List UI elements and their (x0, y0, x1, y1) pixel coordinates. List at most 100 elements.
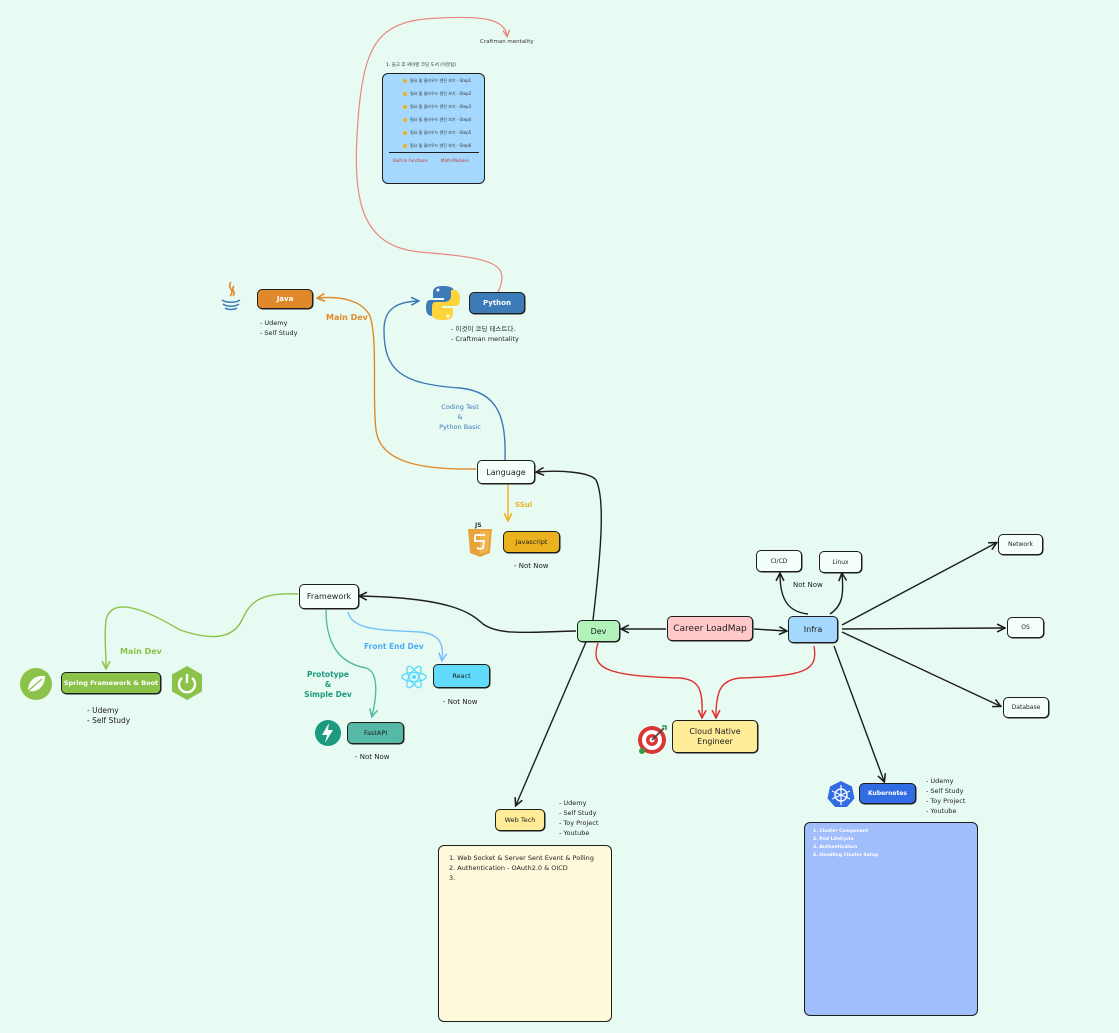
edge-dev-framework (360, 596, 577, 634)
edge-language-java (318, 298, 477, 470)
spring-note-0: - Udemy (87, 706, 119, 715)
bullet-icon (403, 131, 407, 135)
dev-node[interactable]: Dev (577, 620, 620, 642)
python-card-footer-right: Math Modules (441, 158, 469, 163)
spring-boot-icon (172, 666, 202, 700)
python-card-item-text: 필요 될 클라우드 엔진 보기 - Step2 (410, 91, 472, 96)
ssul-label: SSul (515, 501, 533, 509)
edge-framework-fastapi (325, 609, 376, 716)
coding-test-label: Coding Test & Python Basic (432, 402, 488, 432)
coding-test-line-2: Python Basic (439, 423, 481, 431)
web-tech-card-line-0: 1. Web Socket & Server Sent Event & Poll… (449, 854, 594, 862)
kubernetes-note-2: - Toy Project (926, 797, 966, 805)
career-roadmap-label: Career LoadMap (673, 623, 747, 634)
edge-python-craftman (355, 16, 507, 293)
kubernetes-icon (827, 781, 855, 807)
edge-infra-linux (829, 574, 843, 615)
bullet-icon (403, 105, 407, 109)
edge-dev-cloud (595, 642, 702, 717)
edge-framework-spring (105, 593, 299, 668)
fastapi-icon (315, 720, 341, 746)
python-card-item: 필요 될 클라우드 엔진 보기 - Step3 (403, 104, 471, 110)
python-card-item-text: 필요 될 클라우드 엔진 보기 - Step4 (410, 117, 472, 122)
python-card-title: 1. 들고 후 써야할 코딩 도서 (이분탐) (386, 63, 457, 68)
prototype-line-0: Prototype (306, 670, 349, 679)
python-card-item: 필요 될 클라우드 엔진 보기 - Step6 (403, 143, 471, 149)
edge-infra-cloud (716, 645, 816, 717)
prototype-line-2: Simple Dev (304, 690, 352, 699)
java-node[interactable]: Java (257, 289, 313, 309)
javascript-label: Javascript (515, 538, 548, 546)
dev-label: Dev (590, 626, 607, 636)
spring-note-1: - Self Study (87, 716, 131, 725)
web-tech-card: 1. Web Socket & Server Sent Event & Poll… (438, 845, 612, 1022)
web-tech-note-0: - Udemy (559, 799, 587, 807)
python-card-item: 필요 될 클라우드 엔진 보기 - Step4 (403, 117, 471, 123)
python-card-rule (389, 152, 479, 153)
python-card-item-text: 필요 될 클라우드 엔진 보기 - Step3 (410, 104, 472, 109)
kubernetes-note-3: - Youtube (926, 807, 957, 815)
kubernetes-node[interactable]: Kubernetes (859, 783, 916, 804)
linux-label: Linux (832, 558, 849, 566)
spring-leaf-icon (20, 668, 52, 700)
cloud-native-node[interactable]: Cloud Native Engineer (672, 720, 758, 753)
cicd-label: CI/CD (770, 557, 788, 565)
python-card-item: 필요 될 클라우드 엔진 보기 - Step2 (403, 91, 471, 97)
language-node[interactable]: Language (477, 460, 535, 484)
network-node[interactable]: Network (998, 534, 1043, 555)
spring-node[interactable]: Spring Framework & Boot (61, 672, 161, 694)
network-label: Network (1007, 541, 1034, 548)
career-roadmap-node[interactable]: Career LoadMap (667, 616, 753, 641)
fastapi-label: FastAPI (363, 729, 388, 737)
java-note-0: - Udemy (260, 319, 288, 327)
linux-node[interactable]: Linux (819, 551, 862, 573)
main-dev-spring-label: Main Dev (120, 647, 162, 656)
python-note-1: - Craftman mentality (451, 335, 519, 343)
python-note-0: - 이것이 코딩 테스트다. (451, 325, 516, 333)
javascript-node[interactable]: Javascript (503, 531, 560, 553)
edge-infra-os (841, 628, 1004, 629)
python-card-item-text: 필요 될 클라우드 엔진 보기 - Step6 (410, 143, 472, 148)
java-icon (221, 281, 241, 311)
cicd-node[interactable]: CI/CD (756, 550, 802, 572)
web-tech-label: Web Tech (504, 816, 536, 824)
infra-label: Infra (803, 625, 823, 634)
infra-not-now: Not Now (793, 581, 823, 589)
spring-label: Spring Framework & Boot (63, 679, 159, 687)
web-tech-note-1: - Self Study (559, 809, 597, 817)
edge-infra-cicd (780, 574, 809, 615)
bullet-icon (403, 92, 407, 96)
fastapi-node[interactable]: FastAPI (347, 722, 404, 744)
edge-framework-react (347, 611, 442, 660)
coding-test-line-0: Coding Test (441, 403, 479, 411)
javascript-note: - Not Now (514, 562, 549, 570)
database-node[interactable]: Database (1003, 697, 1049, 718)
python-card-item: 필요 될 클라우드 엔진 보기 - Step1 (403, 78, 471, 84)
web-tech-card-line-2: 3. (449, 874, 456, 882)
java-note-1: - Self Study (260, 329, 298, 337)
language-label: Language (486, 467, 526, 477)
java-label: Java (276, 295, 294, 303)
kubernetes-note-0: - Udemy (926, 777, 954, 785)
web-tech-node[interactable]: Web Tech (495, 809, 545, 831)
infra-node[interactable]: Infra (788, 616, 838, 643)
python-card: 필요 될 클라우드 엔진 보기 - Step1 필요 될 클라우드 엔진 보기 -… (382, 73, 485, 184)
python-node[interactable]: Python (469, 292, 525, 314)
database-label: Database (1011, 704, 1041, 711)
java-notes: - Udemy - Self Study (260, 318, 297, 338)
python-icon (426, 286, 460, 320)
web-tech-note-2: - Toy Project (559, 819, 599, 827)
edge-language-python (383, 301, 506, 461)
os-node[interactable]: OS (1007, 617, 1044, 638)
kubernetes-note-1: - Self Study (926, 787, 964, 795)
edge-career-infra (753, 629, 786, 631)
kubernetes-label: Kubernetes (868, 790, 907, 797)
main-dev-java-label: Main Dev (326, 313, 368, 322)
edge-infra-database (841, 631, 1000, 706)
kubernetes-card-line-3: 4. Handling Cluster Setup (813, 853, 879, 858)
react-node[interactable]: React (433, 664, 490, 688)
python-card-footer-left: Built-In Functions (393, 158, 428, 163)
python-card-item-text: 필요 될 클라우드 엔진 보기 - Step5 (410, 130, 472, 135)
framework-node[interactable]: Framework (299, 584, 359, 609)
